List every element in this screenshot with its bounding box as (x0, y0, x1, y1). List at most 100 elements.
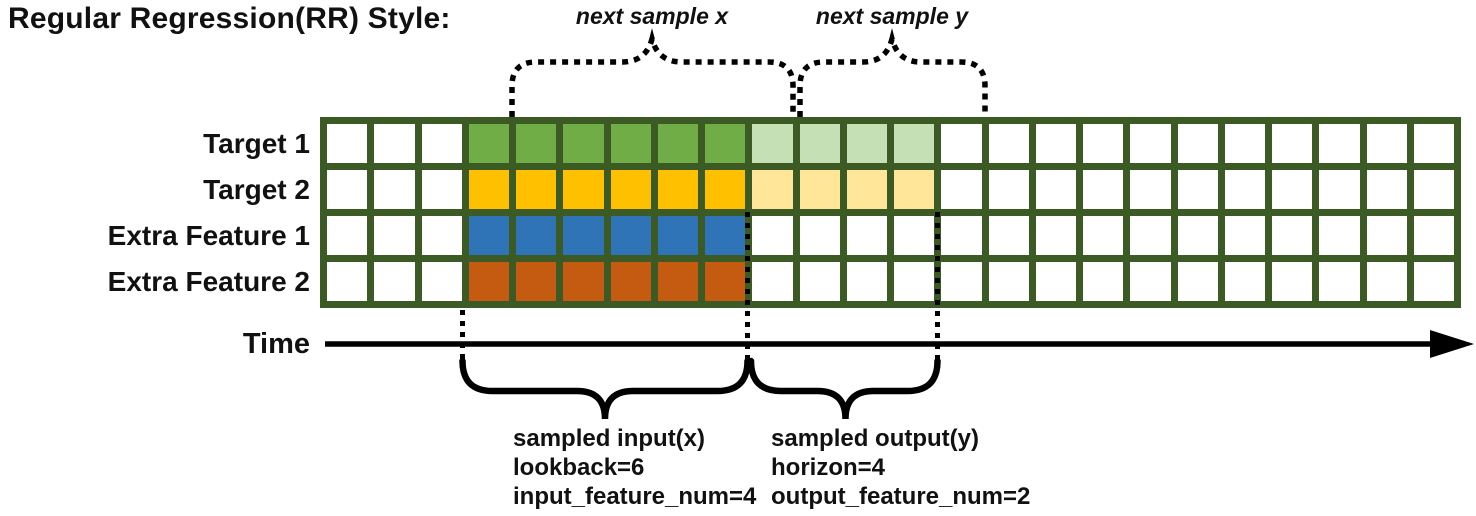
grid-cell (1319, 124, 1360, 163)
row-label-target-2: Target 2 (203, 174, 310, 205)
grid-cell (846, 124, 887, 163)
input-feature-num-value: input_feature_num=4 (513, 483, 757, 510)
page-title: Regular Regression(RR) Style: (8, 2, 451, 35)
grid-cell (988, 170, 1029, 209)
grid-cell (610, 216, 651, 255)
grid-cell (516, 216, 557, 255)
time-series-grid (320, 117, 1461, 308)
grid-cell (1319, 170, 1360, 209)
row-label-target-1: Target 1 (203, 128, 310, 159)
time-axis-arrow (325, 330, 1474, 358)
grid-cell (468, 124, 509, 163)
grid-cell (1177, 262, 1218, 301)
sampled-output-underbrace (747, 357, 941, 420)
grid-cell (799, 124, 840, 163)
grid-cell (468, 216, 509, 255)
sampled-input-caption: sampled input(x) lookback=6 input_featur… (513, 424, 756, 511)
grid-cell (1035, 124, 1076, 163)
next-sample-x-brace (509, 28, 796, 117)
sampled-output-caption: sampled output(y) horizon=4 output_featu… (771, 424, 1030, 511)
grid-cell (563, 170, 604, 209)
grid-cell (327, 262, 368, 301)
grid-cell (1366, 262, 1407, 301)
grid-cell (421, 216, 462, 255)
grid-cell (1224, 216, 1265, 255)
next-sample-x-label: next sample x (575, 3, 729, 29)
sampled-input-underbrace (459, 357, 751, 420)
grid-cell (1224, 170, 1265, 209)
grid-cell (988, 262, 1029, 301)
grid-cell (894, 124, 935, 163)
grid-cell (988, 124, 1029, 163)
grid-cell (563, 262, 604, 301)
grid-cell (894, 262, 935, 301)
grid-cell (1413, 216, 1454, 255)
time-axis-label: Time (242, 328, 310, 360)
grid-cell (1413, 262, 1454, 301)
grid-cell (610, 262, 651, 301)
grid-cell (1272, 124, 1313, 163)
grid-cell (421, 170, 462, 209)
grid-cell (894, 170, 935, 209)
grid-cell (941, 216, 982, 255)
grid-cell (516, 170, 557, 209)
grid-cell (752, 124, 793, 163)
grid-cell (421, 262, 462, 301)
grid-cell (1035, 216, 1076, 255)
grid-cell (941, 124, 982, 163)
grid-cell (846, 262, 887, 301)
lookback-value: lookback=6 (513, 454, 645, 481)
grid-cell (846, 216, 887, 255)
grid-cell (610, 170, 651, 209)
grid-cell (516, 124, 557, 163)
grid-cell (1177, 216, 1218, 255)
grid-cell (941, 262, 982, 301)
grid-cell (327, 170, 368, 209)
grid-cell (1224, 124, 1265, 163)
grid-cell (374, 262, 415, 301)
grid-cell (1177, 124, 1218, 163)
grid-cell (1413, 124, 1454, 163)
grid-cell (1083, 124, 1124, 163)
grid-cell (1130, 216, 1171, 255)
grid-cell (846, 170, 887, 209)
grid-cell (705, 262, 746, 301)
grid-cell (799, 262, 840, 301)
horizon-value: horizon=4 (771, 454, 886, 481)
row-label-extra-feature-1: Extra Feature 1 (107, 220, 310, 251)
grid-cell (705, 124, 746, 163)
grid-cell (752, 170, 793, 209)
grid-cell (421, 124, 462, 163)
grid-cell (1413, 170, 1454, 209)
grid-cell (1130, 124, 1171, 163)
grid-cell (1130, 262, 1171, 301)
next-sample-y-label: next sample y (815, 3, 969, 29)
grid-cell (1035, 262, 1076, 301)
grid-cell (1366, 216, 1407, 255)
grid-cell (1035, 170, 1076, 209)
grid-cell (1319, 216, 1360, 255)
grid-cell (657, 216, 698, 255)
grid-cell (799, 216, 840, 255)
grid-cell (1083, 216, 1124, 255)
grid-cell (799, 170, 840, 209)
grid-cell (1130, 170, 1171, 209)
grid-cell (752, 262, 793, 301)
grid-cell (657, 170, 698, 209)
grid-cell (705, 216, 746, 255)
grid-cell (1272, 216, 1313, 255)
grid-cell (327, 216, 368, 255)
grid-cell (563, 216, 604, 255)
row-label-extra-feature-2: Extra Feature 2 (107, 266, 310, 297)
grid-cell (1272, 262, 1313, 301)
grid-cell (1224, 262, 1265, 301)
grid-cell (1272, 170, 1313, 209)
grid-cell (516, 262, 557, 301)
grid-cell (1177, 170, 1218, 209)
grid-cell (657, 124, 698, 163)
grid-cell (327, 124, 368, 163)
grid-cell (657, 262, 698, 301)
grid-cell (752, 216, 793, 255)
grid-cell (1083, 262, 1124, 301)
